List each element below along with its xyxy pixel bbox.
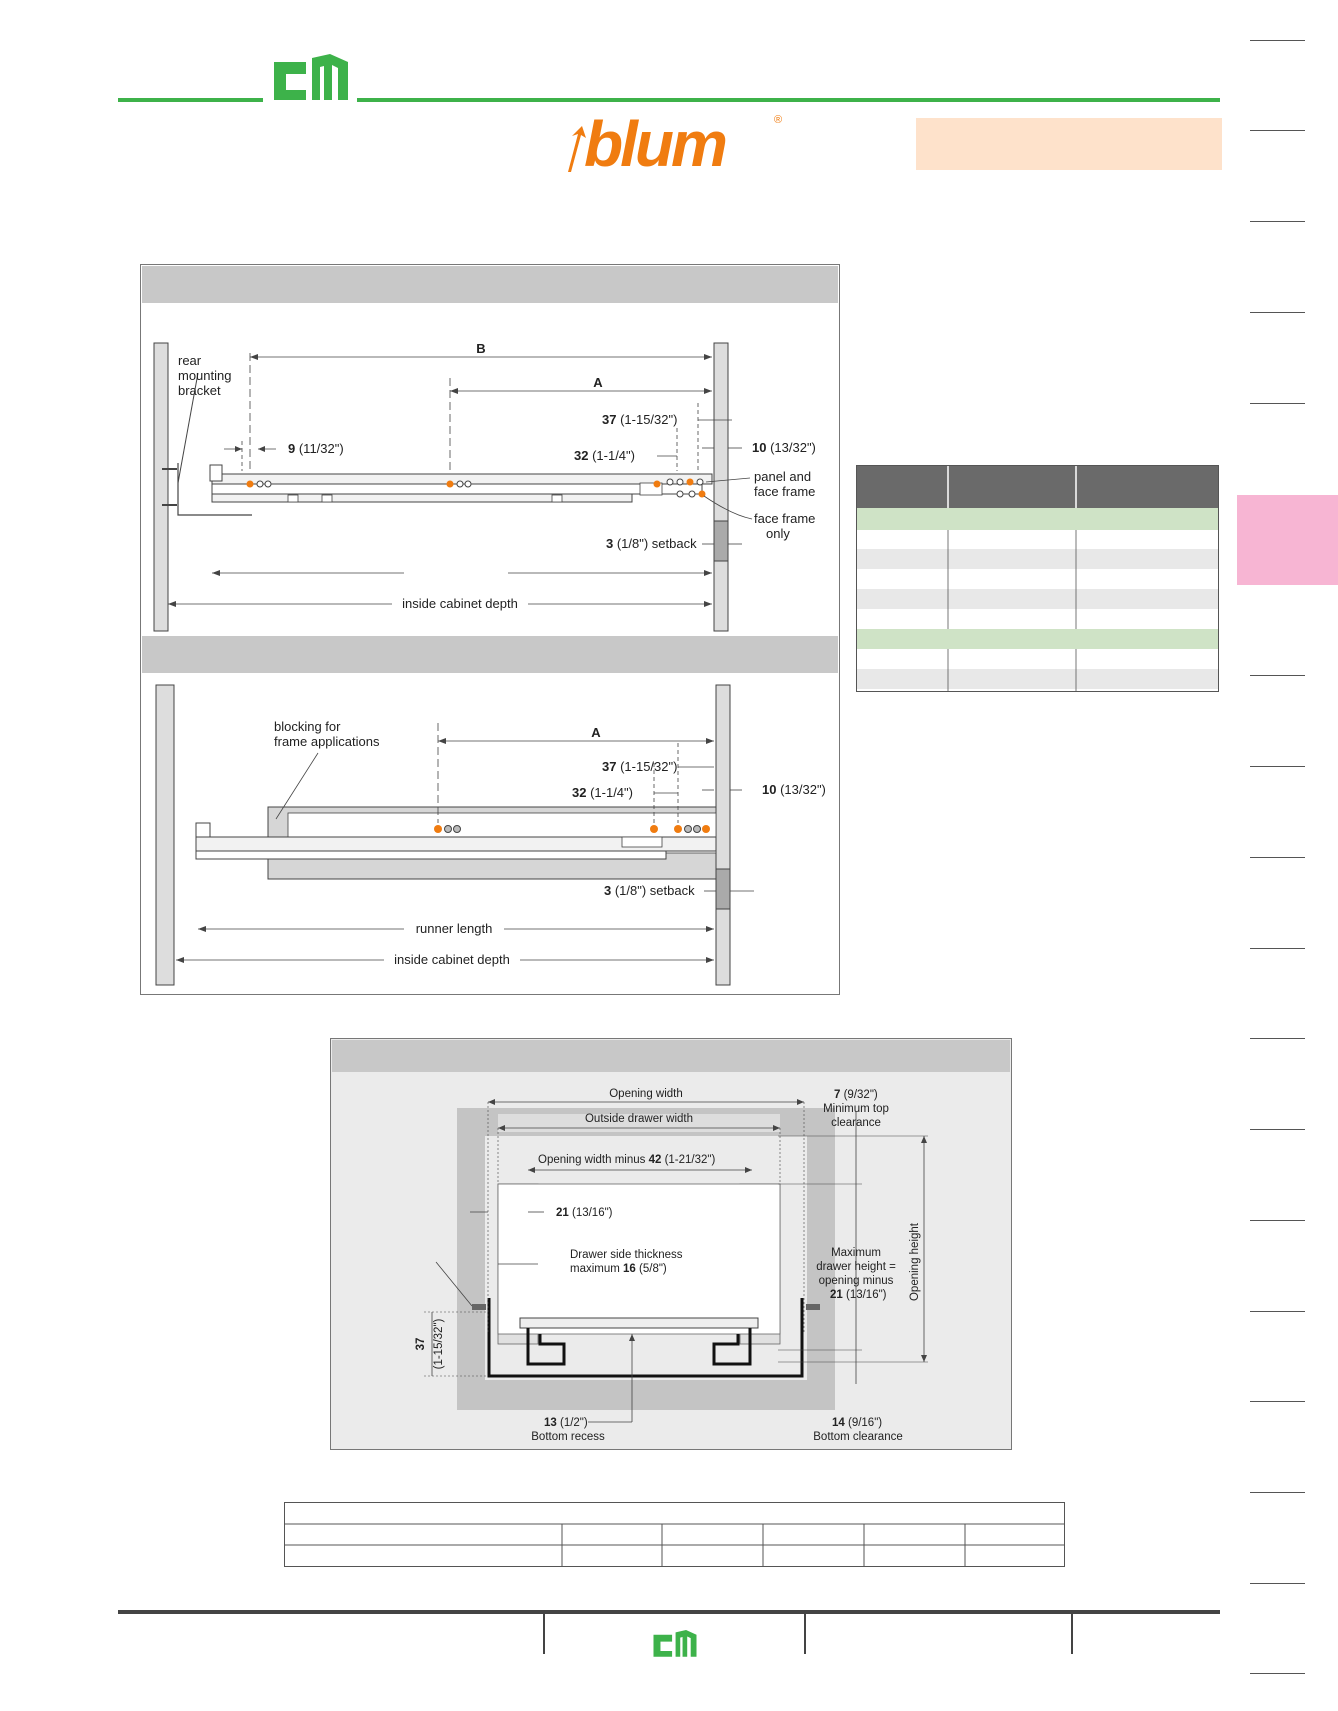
dim-a-label-mid: A — [591, 725, 601, 740]
header-highlight-box — [916, 118, 1222, 170]
min-top-dim: 7 (9/32") — [834, 1089, 878, 1101]
bottom-clearance-dim: 14 (9/16") — [832, 1417, 882, 1429]
dim-a-label: A — [593, 375, 603, 390]
bottom-recess-label: Bottom recess — [531, 1431, 605, 1443]
blum-logo: blum ® — [560, 108, 790, 180]
index-tick — [1250, 130, 1305, 131]
index-tick — [1250, 40, 1305, 41]
drawer-section-diagram: Opening width Outside drawer width Openi… — [415, 1088, 928, 1443]
footer-company-logo-icon — [653, 1630, 697, 1657]
runner-length-label: runner length — [416, 921, 493, 936]
dim-37-label: 37 (1-15/32") — [602, 412, 677, 427]
side-thickness-label-1: Drawer side thickness — [570, 1249, 683, 1261]
dim-21-label: 21 (13/16") — [556, 1207, 613, 1219]
blum-arrow-icon — [568, 126, 586, 172]
footer-rule — [118, 1610, 1220, 1614]
dim-32-label-mid: 32 (1-1/4") — [572, 785, 633, 800]
diagram-header-bar-top — [142, 266, 838, 303]
footer-divider — [1071, 1614, 1073, 1654]
index-tick — [1250, 675, 1305, 676]
min-top-label-1: Minimum top — [823, 1103, 889, 1115]
index-tick — [1250, 766, 1305, 767]
left-37-inch: (1-15/32") — [433, 1318, 445, 1369]
setback-label-top: 3 (1/8") setback — [606, 536, 697, 551]
outside-drawer-width-label: Outside drawer width — [585, 1113, 693, 1125]
rear-mount-diagram: B A 37 (1-15/32") 9 (11/32") 32 (1-1/4")… — [153, 341, 816, 632]
dim-9-label: 9 (11/32") — [288, 441, 344, 456]
dim-10-label-mid: 10 (13/32") — [762, 782, 826, 797]
footer-divider — [543, 1614, 545, 1654]
inside-depth-label-top: inside cabinet depth — [402, 596, 518, 611]
company-logo-icon — [274, 54, 348, 100]
header-rule-right — [357, 98, 1220, 102]
opening-height-label: Opening height — [909, 1222, 921, 1301]
dim-37-label-mid: 37 (1-15/32") — [602, 759, 677, 774]
dim-b-label: B — [476, 341, 485, 356]
index-tick — [1250, 1673, 1305, 1674]
index-tick — [1250, 312, 1305, 313]
index-tick — [1250, 1492, 1305, 1493]
side-thickness-label-2: maximum 16 (5/8") — [570, 1263, 667, 1275]
section-header-bar — [332, 1040, 1010, 1072]
index-tick — [1250, 857, 1305, 858]
max-height-dim: 21 (13/16") — [830, 1289, 887, 1301]
diagram-header-bar-mid — [142, 636, 838, 673]
index-tick — [1250, 948, 1305, 949]
index-tick — [1250, 221, 1305, 222]
index-tick — [1250, 1311, 1305, 1312]
index-tab-active[interactable] — [1237, 495, 1338, 585]
bottom-recess-dim: 13 (1/2") — [544, 1417, 588, 1429]
index-tick — [1250, 1129, 1305, 1130]
blum-logo-text: blum — [584, 108, 728, 180]
index-tick — [1250, 403, 1305, 404]
setback-label-mid: 3 (1/8") setback — [604, 883, 695, 898]
opening-minus-label: Opening width minus 42 (1-21/32") — [538, 1154, 716, 1166]
min-top-label-2: clearance — [831, 1117, 881, 1129]
header-rule-left — [118, 98, 263, 102]
dim-10-label: 10 (13/32") — [752, 440, 816, 455]
registered-mark: ® — [774, 114, 783, 126]
dim-32-label: 32 (1-1/4") — [574, 448, 635, 463]
index-tick — [1250, 1038, 1305, 1039]
spec-table — [856, 465, 1219, 692]
frame-mount-diagram: A 37 (1-15/32") 32 (1-1/4") 10 (13/32") … — [155, 684, 826, 986]
max-height-label-2: drawer height = — [816, 1261, 896, 1273]
index-tick — [1250, 1220, 1305, 1221]
bottom-table — [284, 1502, 1065, 1567]
max-height-label-1: Maximum — [831, 1247, 881, 1259]
max-height-label-3: opening minus — [819, 1275, 894, 1287]
inside-depth-label-mid: inside cabinet depth — [394, 952, 510, 967]
left-37-dim: 37 — [415, 1338, 427, 1351]
footer-divider — [804, 1614, 806, 1654]
bottom-clearance-label: Bottom clearance — [813, 1431, 903, 1443]
index-tick — [1250, 1401, 1305, 1402]
index-tick — [1250, 1583, 1305, 1584]
opening-width-label: Opening width — [609, 1088, 683, 1100]
